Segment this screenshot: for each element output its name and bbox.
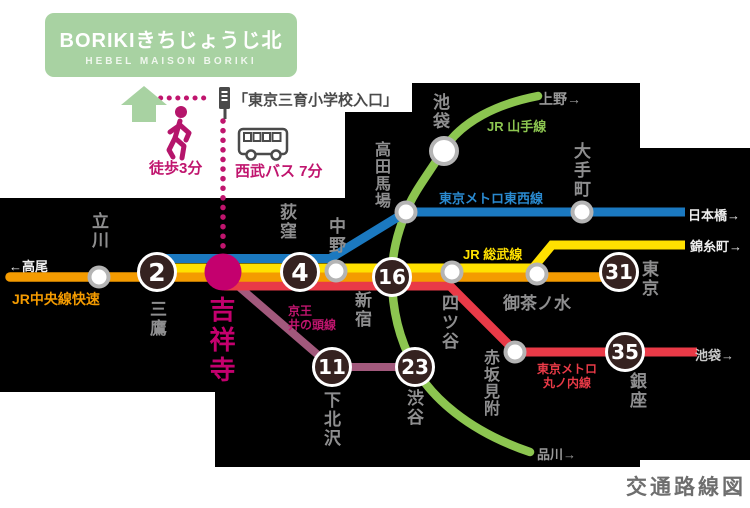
yamanote-line-path	[387, 91, 543, 457]
tozai-line-label: 東京メトロ東西線	[439, 191, 544, 206]
walking-person-icon	[166, 106, 192, 161]
keio-inokashira-line-label: 京王 井の頭線	[288, 304, 336, 333]
bus-stop-sign-icon	[219, 87, 230, 119]
shinjuku-minutes-value: 16	[378, 265, 406, 289]
keio-line-label-line2: 井の頭線	[288, 318, 337, 333]
bus-time-label: 西武バス 7分	[235, 163, 323, 180]
station-shimokitazawa-label: 下北沢	[321, 391, 340, 448]
tokyo-minutes-value: 31	[605, 260, 633, 284]
station-takadanobaba-marker	[394, 200, 418, 224]
tozai-line-path	[157, 207, 685, 263]
station-ochanomizu-label: 御茶ノ水	[503, 294, 571, 313]
station-ginza-minutes-badge: 35	[605, 332, 645, 372]
station-yotsuya-label: 四ツ谷	[439, 294, 458, 351]
property-title: BORIKIきちじょうじ北	[59, 29, 283, 52]
ogikubo-minutes-value: 4	[291, 257, 309, 287]
destination-shinagawa: 品川→	[537, 447, 577, 462]
shibuya-minutes-value: 23	[401, 355, 429, 379]
station-ginza-label: 銀座	[627, 372, 646, 410]
station-ogikubo-minutes-badge: 4	[280, 252, 320, 292]
station-akasakamitsuke-marker	[503, 340, 527, 364]
marunouchi-line-label-line1: 東京メトロ	[536, 362, 597, 376]
map-title: 交通路線図	[626, 476, 746, 499]
bus-stop-name-label: 「東京三育小学校入口」	[233, 92, 399, 109]
station-tachikawa-marker	[87, 265, 111, 289]
station-akasakamitsuke-label: 赤坂見附	[481, 349, 498, 417]
chuo-line-label: JR中央線快速	[12, 291, 100, 307]
station-tokyo-label: 東京	[639, 260, 658, 298]
station-shimokitazawa-minutes-badge: 11	[312, 347, 352, 387]
destination-nihombashi: 日本橋→	[688, 208, 741, 223]
destination-ueno: 上野→	[539, 91, 581, 107]
station-tokyo-minutes-badge: 31	[599, 252, 639, 292]
station-ochanomizu-marker	[525, 262, 549, 286]
sobu-line-label: JR 総武線	[463, 247, 523, 262]
station-shinjuku-label: 新宿	[352, 291, 371, 329]
destination-ikebukuro: 池袋→	[695, 348, 735, 363]
property-card: BORIKIきちじょうじ北 HEBEL MAISON BORIKI	[45, 13, 297, 77]
station-tachikawa-label: 立川	[89, 212, 108, 250]
destination-kinshicho: 錦糸町→	[690, 239, 743, 254]
yamanote-line-label: JR 山手線	[487, 119, 547, 134]
station-kichijoji-marker	[204, 253, 242, 291]
station-nakano-label: 中野	[326, 217, 345, 255]
marunouchi-line-label-line2: 丸ノ内線	[542, 376, 591, 391]
station-kichijoji-label: 吉祥寺	[206, 296, 236, 386]
station-yotsuya-marker	[440, 260, 464, 284]
station-mitaka-minutes-badge: 2	[137, 252, 177, 292]
property-location-arrow-icon	[121, 86, 167, 122]
station-shibuya-label: 渋谷	[404, 389, 423, 427]
station-ogikubo-label: 荻窪	[277, 203, 296, 241]
ginza-minutes-value: 35	[611, 340, 639, 364]
property-subtitle: HEBEL MAISON BORIKI	[85, 55, 257, 67]
destination-takao: ←高尾	[9, 259, 49, 274]
walk-time-label: 徒歩3分	[149, 160, 203, 177]
station-nakano-marker	[324, 259, 348, 283]
station-otemachi-marker	[570, 200, 594, 224]
station-shibuya-minutes-badge: 23	[395, 347, 435, 387]
station-mitaka-label: 三鷹	[147, 300, 166, 338]
station-ikebukuro-marker	[429, 136, 459, 166]
station-shinjuku-minutes-badge: 16	[372, 257, 412, 297]
shimokitazawa-minutes-value: 11	[318, 355, 346, 379]
marunouchi-line-label: 東京メトロ 丸ノ内線	[527, 362, 607, 391]
mitaka-minutes-value: 2	[148, 257, 166, 287]
keio-line-label-line1: 京王	[288, 304, 313, 318]
station-takadanobaba-label: 高田馬場	[372, 141, 389, 209]
bus-icon	[237, 127, 289, 161]
station-ikebukuro-label: 池袋	[430, 93, 449, 131]
station-otemachi-label: 大手町	[571, 142, 590, 199]
